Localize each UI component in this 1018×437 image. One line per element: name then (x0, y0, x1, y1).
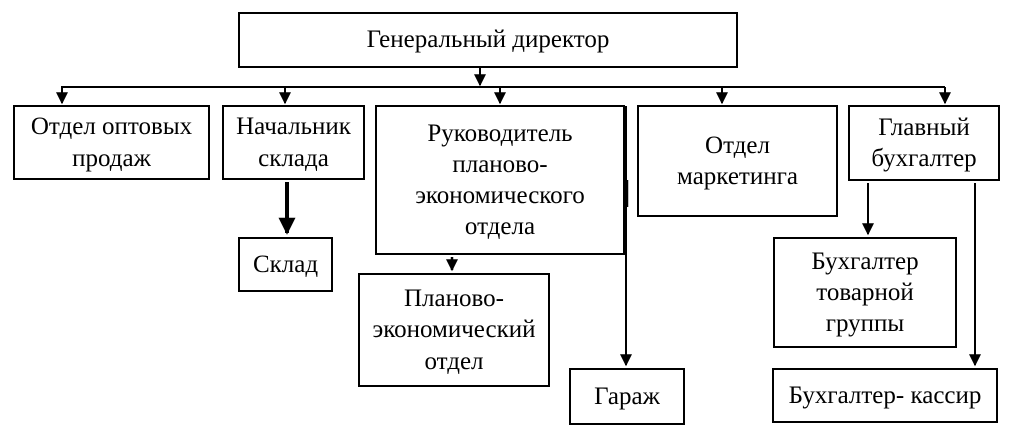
org-node-planning-dept: Планово- экономический отдел (358, 273, 550, 387)
org-node-general-director: Генеральный директор (238, 12, 738, 68)
org-node-cashier-accountant: Бухгалтер- кассир (772, 368, 998, 423)
org-node-marketing-dept: Отдел маркетинга (637, 105, 838, 217)
org-node-warehouse: Склад (238, 237, 333, 292)
org-node-garage: Гараж (569, 368, 685, 425)
org-node-wholesale-dept: Отдел оптовых продаж (13, 105, 210, 180)
org-node-chief-accountant: Главный бухгалтер (848, 105, 1000, 181)
org-node-warehouse-manager: Начальник склада (222, 105, 365, 180)
org-node-goods-group-accountant: Бухгалтер товарной группы (773, 237, 957, 348)
org-node-planning-head: Руководитель планово- экономического отд… (375, 105, 625, 255)
